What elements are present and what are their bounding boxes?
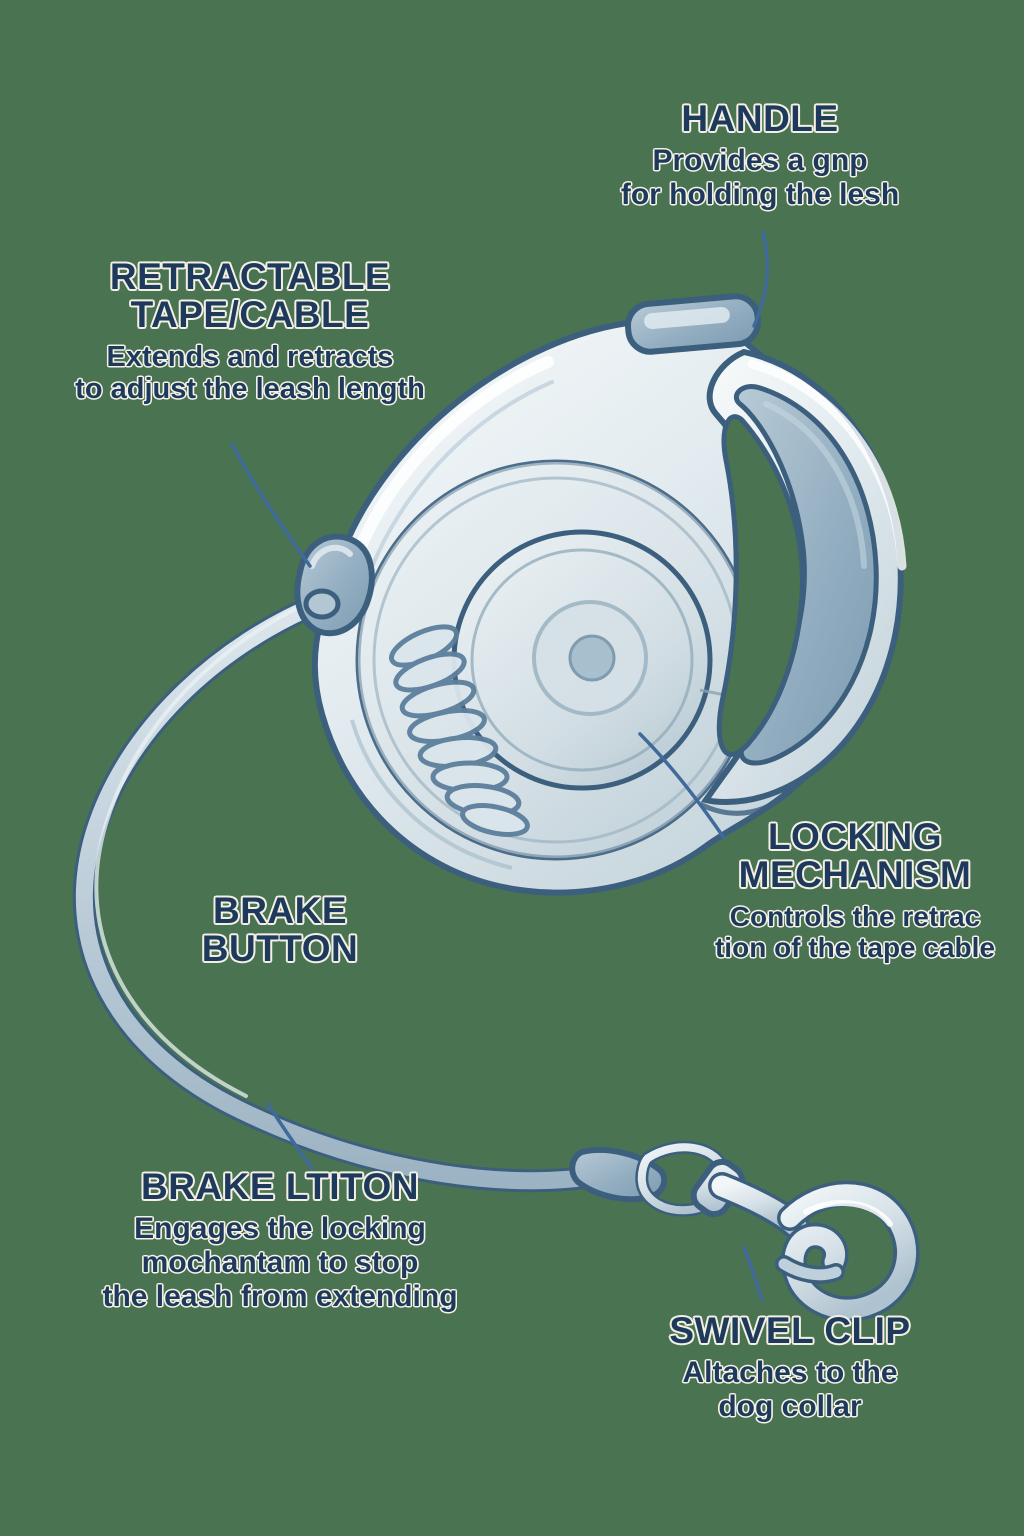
- label-handle-title: HANDLE: [681, 98, 839, 139]
- label-tape-title: RETRACTABLE TAPE/CABLE: [40, 256, 460, 336]
- label-brake-button-title-line-2: BUTTON: [201, 928, 359, 970]
- label-brake-lever-body-line-3: the leash from extending: [102, 1279, 458, 1313]
- label-tape-body-line-1: Extends and retracts: [106, 340, 394, 373]
- label-locking-mechanism: LOCKING MECHANISM Controls the retrac ti…: [690, 816, 1020, 964]
- spool-disc: [451, 529, 713, 791]
- label-handle-body-line-1: Provides a gnp: [652, 144, 868, 178]
- leader-brake-lever: [266, 1102, 314, 1170]
- label-brake-lever-body: Engages the locking mochantam to stop th…: [55, 1212, 505, 1313]
- label-brake-button-title: BRAKE BUTTON: [120, 890, 440, 970]
- label-locking-title: LOCKING MECHANISM: [690, 816, 1020, 896]
- swivel-clip: [569, 1140, 920, 1323]
- label-tape-title-line-2: TAPE/CABLE: [130, 294, 370, 336]
- cable-exit-guide: [294, 533, 375, 637]
- return-spring: [389, 624, 530, 837]
- label-brake-lever-title: BRAKE LTITON: [140, 1166, 419, 1207]
- label-swivel-body: Altaches to the dog collar: [590, 1356, 990, 1423]
- label-tape-body: Extends and retracts to adjust the leash…: [40, 341, 460, 406]
- label-locking-body-line-2: tion of the tape cable: [714, 932, 996, 964]
- label-brake-lever-body-line-1: Engages the locking: [134, 1212, 426, 1246]
- label-brake-button-title-line-1: BRAKE: [212, 890, 348, 931]
- label-tape-title-line-1: RETRACTABLE: [109, 256, 391, 297]
- label-handle-body-line-2: for holding the lesh: [620, 178, 900, 212]
- leader-tape: [230, 442, 312, 568]
- label-locking-body: Controls the retrac tion of the tape cab…: [690, 901, 1020, 964]
- label-handle: HANDLE Provides a gnp for holding the le…: [560, 98, 960, 212]
- label-swivel-body-line-1: Altaches to the: [682, 1356, 898, 1390]
- label-locking-title-line-1: LOCKING: [767, 816, 943, 857]
- label-swivel-clip: SWIVEL CLIP Altaches to the dog collar: [590, 1310, 990, 1424]
- label-swivel-title: SWIVEL CLIP: [669, 1310, 911, 1351]
- label-brake-lever: BRAKE LTITON Engages the locking mochant…: [55, 1166, 505, 1313]
- label-brake-button: BRAKE BUTTON: [120, 890, 440, 970]
- leader-swivel: [742, 1246, 764, 1302]
- brake-button-tab[interactable]: [624, 293, 762, 355]
- label-brake-lever-body-line-2: mochantam to stop: [141, 1246, 419, 1280]
- label-locking-body-line-1: Controls the retrac: [729, 900, 981, 932]
- label-swivel-body-line-2: dog collar: [718, 1390, 862, 1424]
- label-retractable-tape-cable: RETRACTABLE TAPE/CABLE Extends and retra…: [40, 256, 460, 406]
- label-handle-body: Provides a gnp for holding the lesh: [560, 144, 960, 211]
- label-locking-title-line-2: MECHANISM: [738, 854, 972, 896]
- handle-loop: [701, 348, 907, 805]
- label-tape-body-line-2: to adjust the leash length: [75, 373, 425, 406]
- leader-handle: [752, 230, 770, 328]
